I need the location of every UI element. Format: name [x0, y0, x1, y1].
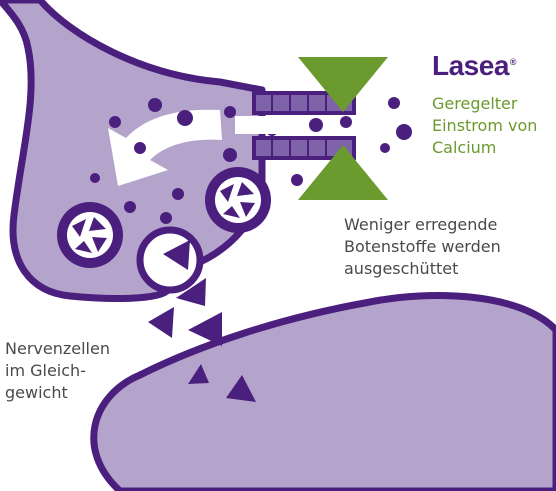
brand-logo: Lasea® — [432, 50, 516, 82]
calcium-ion-dot — [291, 174, 303, 186]
vesicle-icon — [57, 202, 123, 268]
release-pocket — [140, 230, 200, 290]
calcium-ion-dot — [309, 118, 323, 132]
nerve-cells-label: Nervenzellen im Gleich- gewicht — [5, 338, 110, 404]
calcium-ion-dot — [172, 188, 184, 200]
calcium-ion-dot — [380, 143, 390, 153]
calcium-ion-dot — [109, 116, 121, 128]
calcium-ion-dot — [160, 212, 172, 224]
calcium-label: Geregelter Einstrom von Calcium — [432, 93, 537, 159]
calcium-ion-dot — [177, 110, 193, 126]
brand-name: Lasea — [432, 50, 509, 81]
calcium-ion-dot — [90, 173, 100, 183]
calcium-ion-dot — [224, 106, 236, 118]
calcium-ion-dot — [388, 97, 400, 109]
transmitters-label: Weniger erregende Botenstoffe werden aus… — [344, 214, 501, 280]
calcium-ion-dot — [134, 142, 146, 154]
neurotransmitter-triangle — [188, 312, 222, 346]
calcium-ion-dot — [396, 124, 412, 140]
calcium-ion-dot — [124, 201, 136, 213]
calcium-ion-dot — [148, 98, 162, 112]
calcium-ion-dot — [223, 148, 237, 162]
neurotransmitter-triangle — [148, 307, 174, 338]
registered-mark: ® — [510, 57, 516, 67]
calcium-ion-dot — [340, 116, 352, 128]
vesicle-icon — [205, 167, 271, 233]
